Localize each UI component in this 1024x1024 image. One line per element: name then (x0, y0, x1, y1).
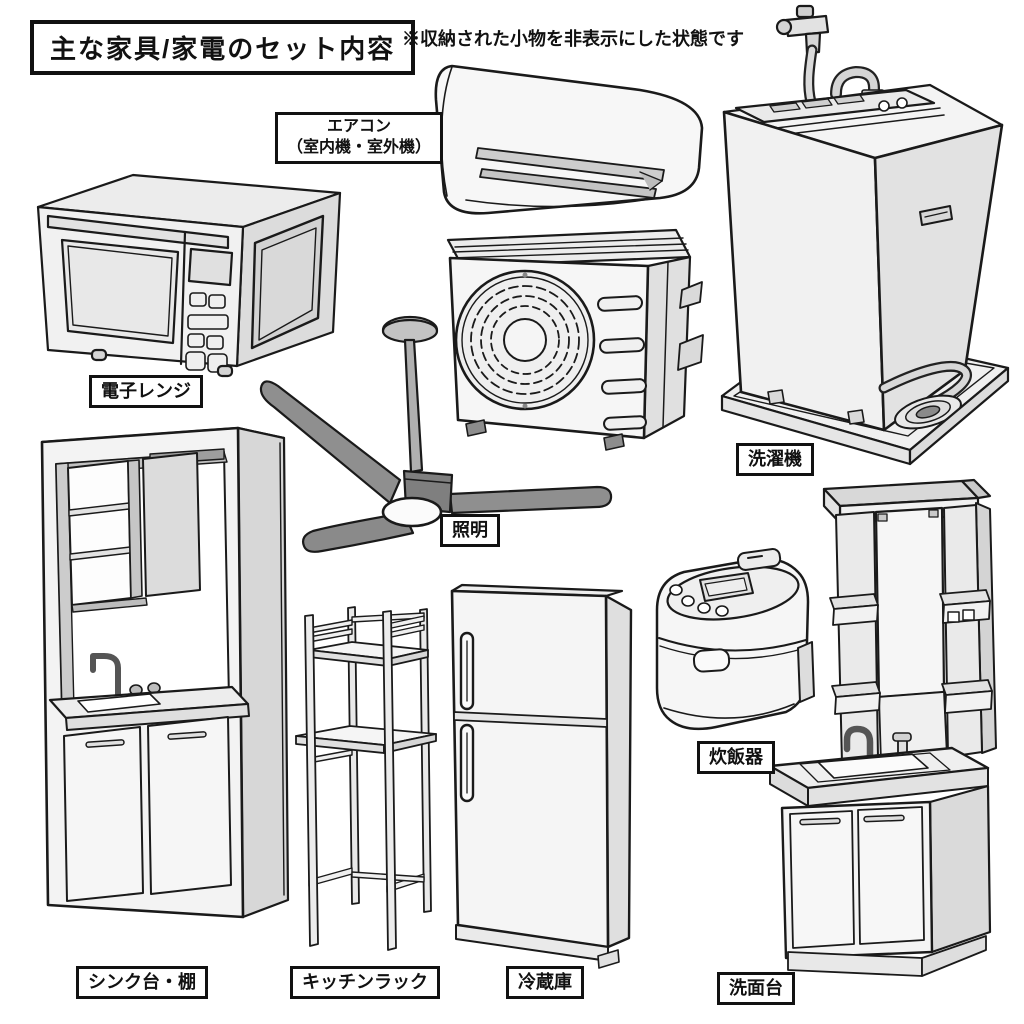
label-kitchen-rack: キッチンラック (290, 966, 440, 1000)
label-washstand: 洗面台 (717, 972, 795, 1006)
label-rice-cooker: 炊飯器 (697, 741, 775, 775)
label-microwave: 電子レンジ (89, 375, 203, 409)
label-refrigerator: 冷蔵庫 (506, 966, 584, 1000)
aircon-indoor-illustration (434, 64, 704, 215)
kitchen-rack-illustration (295, 606, 437, 951)
page-title: 主な家具/家電のセット内容 (30, 20, 416, 75)
page-note: ※収納された小物を非表示にした状態です (402, 29, 744, 49)
label-sink-unit: シンク台・棚 (76, 966, 208, 1000)
ceiling-fan-light-illustration (259, 315, 613, 553)
washstand-illustration (768, 478, 997, 977)
refrigerator-illustration (450, 583, 633, 969)
washing-machine-illustration (720, 4, 1010, 466)
aircon-outdoor-illustration (446, 228, 704, 451)
label-aircon: エアコン （室内機・室外機） (274, 112, 444, 164)
label-ceiling-light: 照明 (440, 514, 500, 548)
rice-cooker-illustration (655, 548, 815, 731)
label-washing-machine: 洗濯機 (736, 443, 814, 477)
sink-unit-illustration (40, 426, 290, 919)
microwave-illustration (36, 173, 342, 378)
